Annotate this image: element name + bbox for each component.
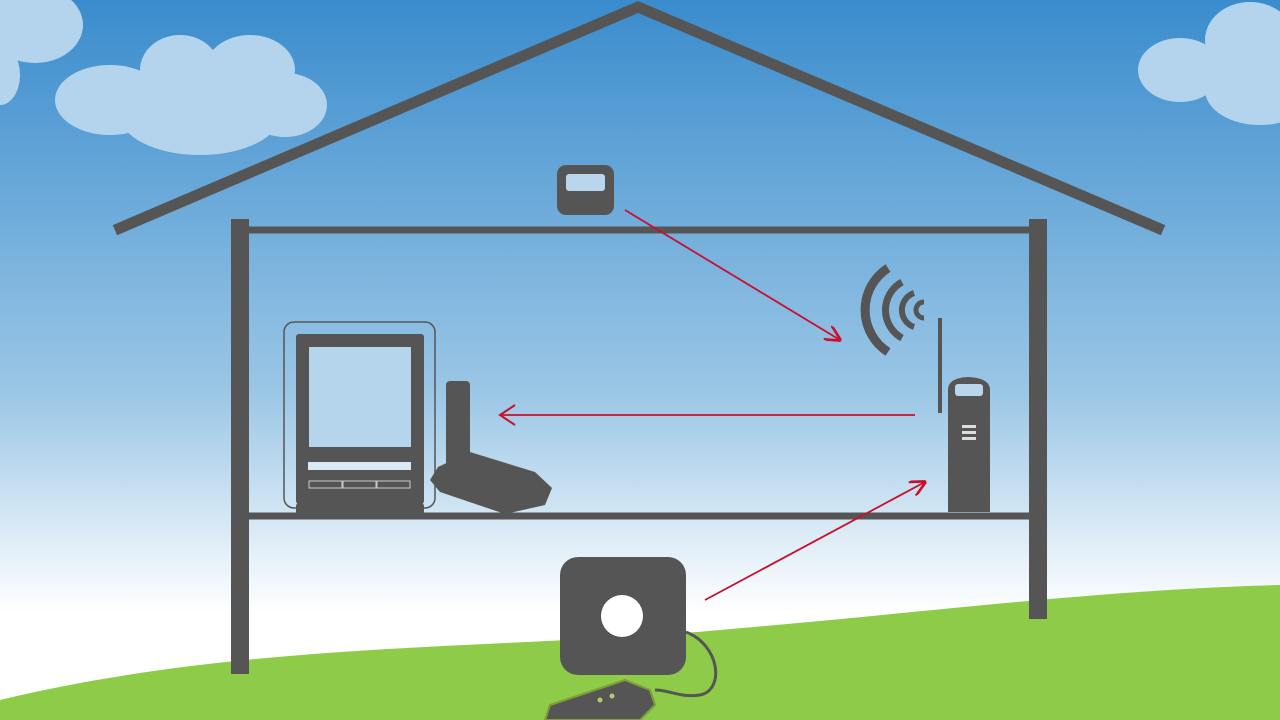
house-outline <box>112 1 1166 674</box>
arrow-outdoor-to-bridge <box>704 482 925 601</box>
cloud <box>55 35 327 155</box>
indoor-sensor <box>557 165 614 215</box>
outdoor-sensor-pod <box>543 678 657 720</box>
cloud <box>1138 2 1280 125</box>
wifi-signal-icon <box>860 264 925 356</box>
cloud <box>0 0 83 105</box>
display-screen <box>309 347 411 447</box>
arrow-head <box>498 404 516 426</box>
internet-bridge-router <box>430 381 552 514</box>
wireless-bridge-antenna <box>938 318 990 512</box>
display-console <box>283 321 436 515</box>
clouds <box>0 0 1280 155</box>
arrow-indoor-to-bridge <box>624 209 840 340</box>
outdoor-weather-sensor <box>560 557 718 698</box>
